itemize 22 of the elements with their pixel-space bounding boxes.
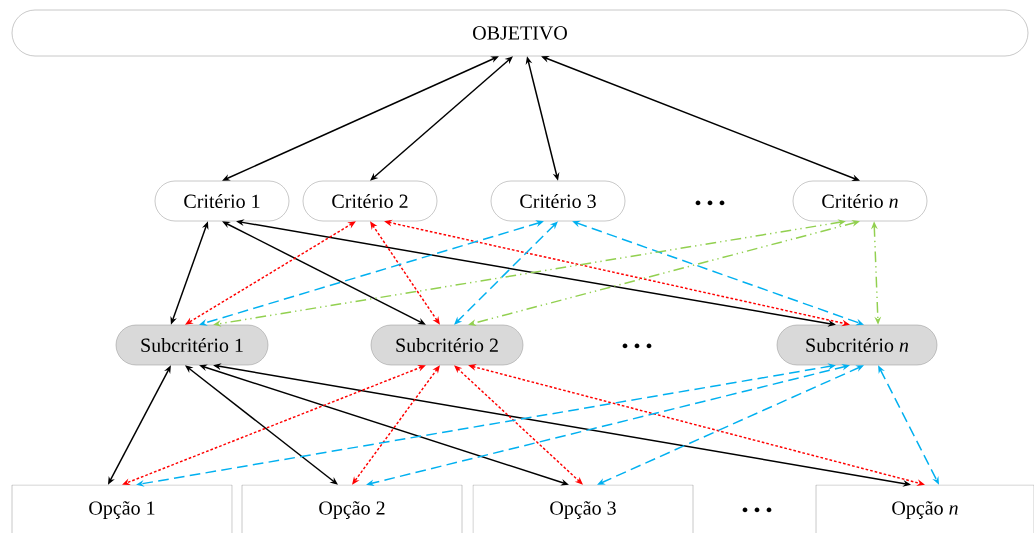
arrow — [222, 56, 499, 181]
criterion-box: Critério 3 — [490, 180, 626, 222]
arrow — [370, 56, 513, 181]
subcriterion-box: Subcritério 1 — [115, 324, 269, 366]
option-box: Opção 1 — [11, 484, 233, 533]
subcriterion-box: Subcritério n — [776, 324, 938, 366]
criterion-box: Critério n — [792, 180, 928, 222]
arrow — [454, 365, 583, 485]
arrow — [222, 221, 426, 325]
option-box: Opção 3 — [472, 484, 694, 533]
criterion-box: Critério 1 — [154, 180, 290, 222]
arrow — [185, 221, 356, 325]
ellipsis: • • • — [695, 200, 725, 206]
goal-box: OBJETIVO — [11, 9, 1029, 57]
subcriterion-box: Subcritério 2 — [370, 324, 524, 366]
arrow — [454, 221, 558, 325]
criterion-box: Critério 2 — [302, 180, 438, 222]
ellipsis: • • • — [742, 507, 772, 513]
option-box: Opção 2 — [241, 484, 463, 533]
arrow — [185, 365, 338, 485]
ellipsis: • • • — [622, 343, 652, 349]
option-box: Opção n — [815, 484, 1034, 533]
